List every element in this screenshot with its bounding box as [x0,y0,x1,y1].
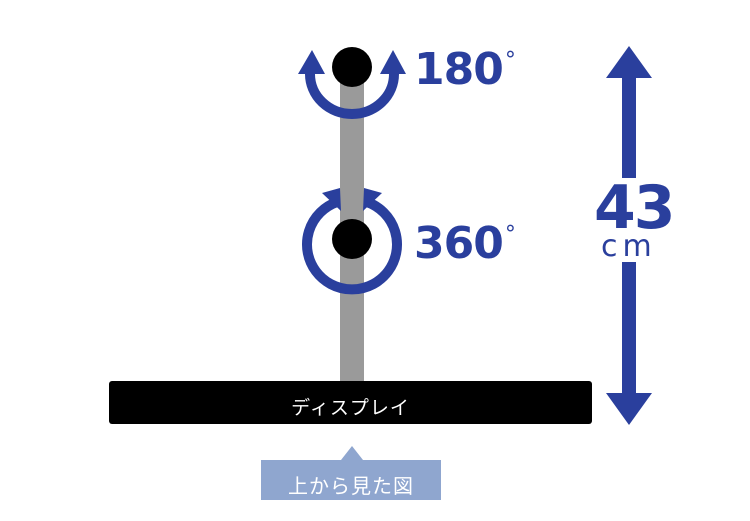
display-bar: ディスプレイ [109,381,592,424]
height-value: 43 [594,173,675,243]
rotation-360-arrowhead-right [363,188,382,211]
display-label: ディスプレイ [291,397,410,419]
top-joint [332,47,372,87]
rotation-180-icon [305,73,399,119]
rotation-360-label: 360° [414,222,516,266]
rotation-360-value: 360 [414,218,504,269]
middle-joint [332,219,372,259]
height-arrow-up-icon [606,46,652,78]
height-arrow-down-icon [606,393,652,425]
view-caption-pointer [341,446,363,460]
height-unit: cm [601,229,657,264]
rotation-180-label: 180° [414,48,516,92]
view-caption-box: 上から見た図 [261,460,441,500]
view-caption-label: 上から見た図 [288,474,414,498]
height-arrow-shaft-top [622,70,636,178]
rotation-180-unit: ° [504,48,516,73]
rotation-180-arrowhead-right [380,50,406,74]
height-arrow-shaft-bottom [622,262,636,402]
rotation-180-arrowhead-left [298,50,325,74]
rotation-360-arrowhead-left [322,188,341,211]
rotation-360-unit: ° [504,222,516,247]
rotation-360-icon [302,197,402,295]
rotation-180-value: 180 [414,44,504,95]
